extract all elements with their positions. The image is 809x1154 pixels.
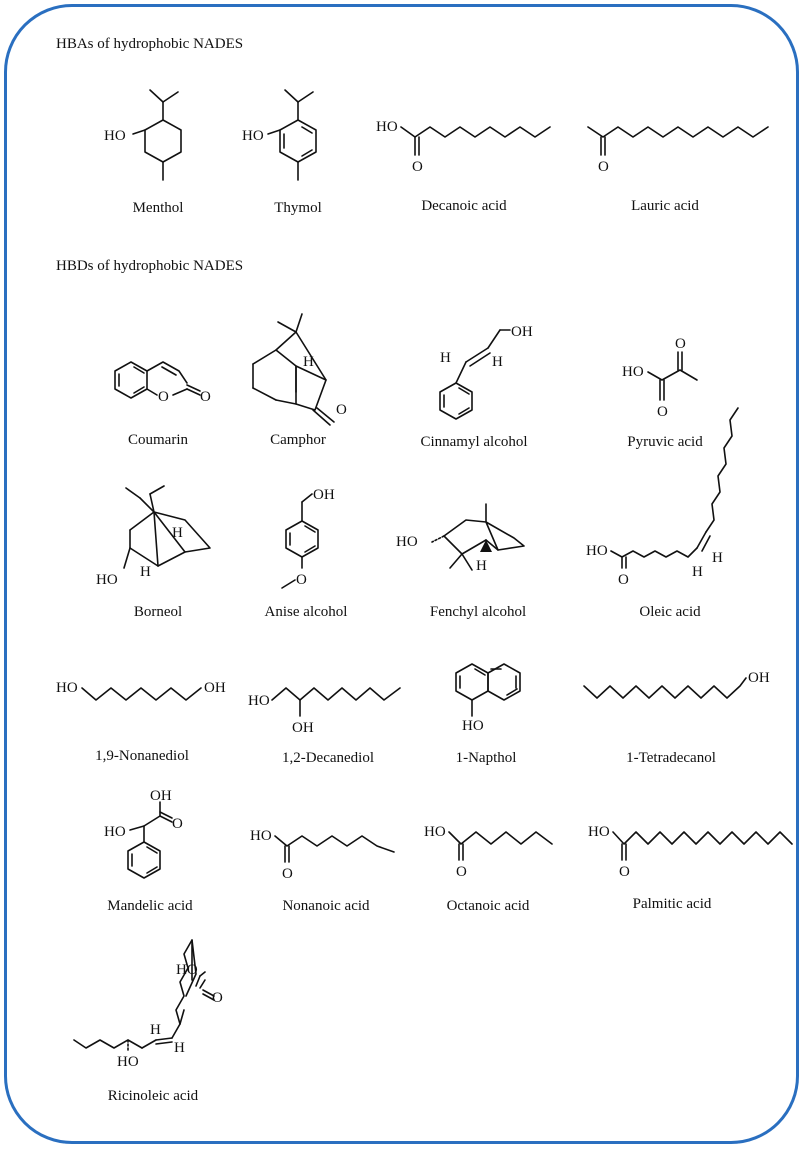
decanediol-structure: HO OH (248, 687, 401, 736)
camphor-structure: H O (252, 313, 347, 426)
palmitic-ho-label: HO (588, 824, 610, 840)
palmitic-o-label: O (619, 864, 630, 880)
menthol-ho-label: HO (104, 128, 126, 144)
cinnamyl-alcohol-structure: H H OH (439, 324, 533, 420)
oleic-acid-name: Oleic acid (639, 604, 701, 620)
pyruvic-o2-label: O (675, 336, 686, 352)
mandelic-o-label: O (172, 816, 183, 832)
octanoic-o-label: O (456, 864, 467, 880)
lauric-acid-structure: O (587, 126, 769, 175)
borneol-structure: H H HO (96, 485, 211, 588)
octanoic-acid-name: Octanoic acid (446, 898, 530, 914)
decanediol-oh-label: OH (292, 720, 314, 736)
mandelic-ho-label: HO (104, 824, 126, 840)
ricinoleic-acid-structure: HO HO O H H (73, 939, 223, 1070)
napthol-ho-label: HO (462, 718, 484, 734)
oleic-h2-label: H (692, 564, 703, 580)
nonanoic-acid-structure: HO O (250, 828, 395, 882)
cinnamyl-h1-label: H (440, 350, 451, 366)
pyruvic-o1-label: O (657, 404, 668, 420)
cinnamyl-oh-label: OH (511, 324, 533, 340)
coumarin-ring-o-label: O (158, 389, 169, 405)
coumarin-name: Coumarin (128, 432, 188, 448)
borneol-h1-label: H (172, 525, 183, 541)
decanoic-acid-name: Decanoic acid (421, 198, 507, 214)
oleic-o-label: O (618, 572, 629, 588)
coumarin-structure: O O (114, 361, 211, 405)
decanediol-name: 1,2-Decanediol (281, 750, 375, 766)
oleic-acid-structure: HO O H H (586, 407, 739, 588)
camphor-name: Camphor (270, 432, 326, 448)
borneol-name: Borneol (133, 604, 183, 620)
palmitic-acid-structure: HO O (588, 824, 793, 880)
ricinoleic-ho-label: HO (117, 1054, 139, 1070)
fenchyl-h-label: H (476, 558, 487, 574)
hbd-section-title: HBDs of hydrophobic NADES (56, 258, 244, 274)
nonanediol-oh-label: OH (204, 680, 226, 696)
fenchyl-alcohol-structure: HO H (396, 503, 525, 574)
tetradecanol-name: 1-Tetradecanol (626, 750, 716, 766)
napthol-structure: HO (455, 663, 521, 734)
thymol-structure: HO (242, 89, 317, 181)
nonanediol-ho-label: HO (56, 680, 78, 696)
octanoic-acid-structure: HO O (424, 824, 553, 880)
octanoic-ho-label: HO (424, 824, 446, 840)
oleic-ho-label: HO (586, 543, 608, 559)
decanoic-o-label: O (412, 159, 423, 175)
ricinoleic-acid-name: Ricinoleic acid (107, 1088, 199, 1104)
ricinoleic-h2-label: H (174, 1040, 185, 1056)
palmitic-acid-name: Palmitic acid (632, 896, 712, 912)
nonanoic-ho-label: HO (250, 828, 272, 844)
decanediol-ho-label: HO (248, 693, 270, 709)
mandelic-acid-name: Mandelic acid (107, 898, 193, 914)
anise-alcohol-name: Anise alcohol (264, 604, 348, 620)
pyruvic-acid-name: Pyruvic acid (627, 434, 703, 450)
lauric-acid-name: Lauric acid (631, 198, 699, 214)
thymol-name: Thymol (274, 200, 322, 216)
decanoic-ho-label: HO (376, 119, 398, 135)
ricinoleic-o-label: O (212, 990, 223, 1006)
pyruvic-ho-label: HO (622, 364, 644, 380)
nonanoic-acid-name: Nonanoic acid (282, 898, 370, 914)
anise-oh-label: OH (313, 487, 335, 503)
fenchyl-ho-label: HO (396, 534, 418, 550)
camphor-h-label: H (303, 354, 314, 370)
tetradecanol-oh-label: OH (748, 670, 770, 686)
menthol-name: Menthol (132, 200, 184, 216)
mandelic-acid-structure: HO OH O (104, 788, 183, 879)
hba-section-title: HBAs of hydrophobic NADES (56, 36, 244, 52)
decanoic-acid-structure: HO O (376, 119, 551, 175)
ricinoleic-oh-label: HO (176, 962, 198, 978)
thymol-ho-label: HO (242, 128, 264, 144)
lauric-o-label: O (598, 159, 609, 175)
borneol-h2-label: H (140, 564, 151, 580)
napthol-name: 1-Napthol (455, 750, 517, 766)
nonanoic-o-label: O (282, 866, 293, 882)
nonanediol-name: 1,9-Nonanediol (95, 748, 189, 764)
figure-frame (4, 4, 799, 1144)
tetradecanol-structure: OH (583, 670, 770, 699)
mandelic-oh-label: OH (150, 788, 172, 804)
pyruvic-acid-structure: HO O O (622, 336, 698, 420)
nonanediol-structure: HO OH (56, 680, 226, 701)
fenchyl-alcohol-name: Fenchyl alcohol (429, 604, 527, 620)
menthol-structure: HO (104, 89, 182, 181)
anise-alcohol-structure: OH O (281, 487, 335, 589)
coumarin-o-label: O (200, 389, 211, 405)
borneol-ho-label: HO (96, 572, 118, 588)
oleic-h1-label: H (712, 550, 723, 566)
anise-o-label: O (296, 572, 307, 588)
cinnamyl-alcohol-name: Cinnamyl alcohol (420, 434, 528, 450)
cinnamyl-h2-label: H (492, 354, 503, 370)
ricinoleic-h1-label: H (150, 1022, 161, 1038)
camphor-o-label: O (336, 402, 347, 418)
